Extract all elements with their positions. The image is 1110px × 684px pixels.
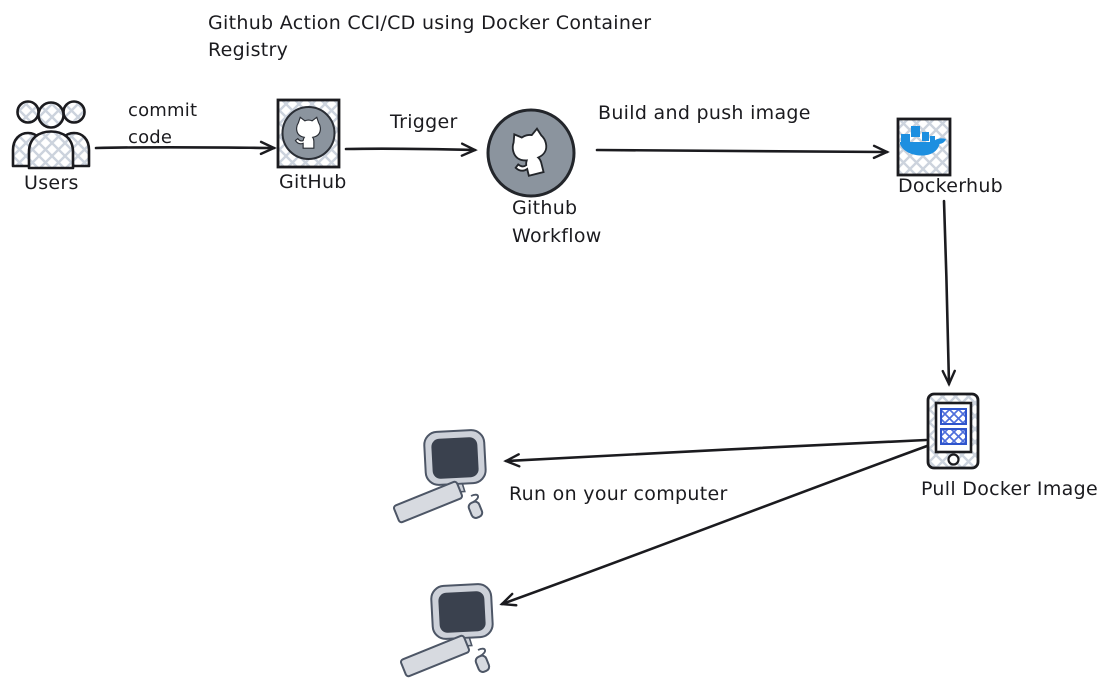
- container-layer-top: [940, 408, 967, 425]
- diagram-title-line2: Registry: [208, 39, 288, 61]
- github-label: GitHub: [279, 171, 347, 193]
- commit-code-label-line1: commit: [128, 100, 197, 121]
- dockerhub-icon: [896, 117, 952, 177]
- run-on-computer-label: Run on your computer: [509, 483, 728, 505]
- trigger-label: Trigger: [389, 111, 458, 133]
- trigger-arrow: [344, 142, 478, 157]
- computer-icon-bottom: [399, 582, 495, 679]
- run-top-arrow: [503, 438, 928, 468]
- build-push-arrow: [595, 144, 890, 160]
- pull-docker-image-label: Pull Docker Image: [921, 478, 1098, 500]
- dockerhub-label: Dockerhub: [898, 175, 1003, 197]
- github-workflow-label-line2: Workflow: [512, 225, 602, 247]
- users-icon: [11, 100, 91, 170]
- github-workflow-icon: [486, 108, 576, 198]
- pull-docker-image-icon: [926, 392, 980, 470]
- person-figure-center: [27, 101, 75, 170]
- github-workflow-label-line1: Github: [512, 197, 577, 219]
- dockerhub-to-pull-arrow: [941, 199, 956, 387]
- docker-whale-icon: [900, 126, 946, 156]
- commit-code-label-line2: code: [128, 127, 172, 148]
- run-bottom-arrow: [499, 444, 929, 607]
- diagram-title: Github Action CCI/CD using Docker Contai…: [208, 12, 651, 61]
- github-icon: [276, 98, 341, 169]
- commit-code-arrow: [94, 140, 277, 156]
- container-layer-bottom: [940, 428, 967, 445]
- diagram-title-line1: Github Action CCI/CD using Docker Contai…: [208, 12, 651, 34]
- build-push-label: Build and push image: [598, 102, 811, 124]
- phone-home-button: [947, 453, 960, 466]
- computer-icon-top: [392, 428, 488, 525]
- users-label: Users: [24, 172, 79, 194]
